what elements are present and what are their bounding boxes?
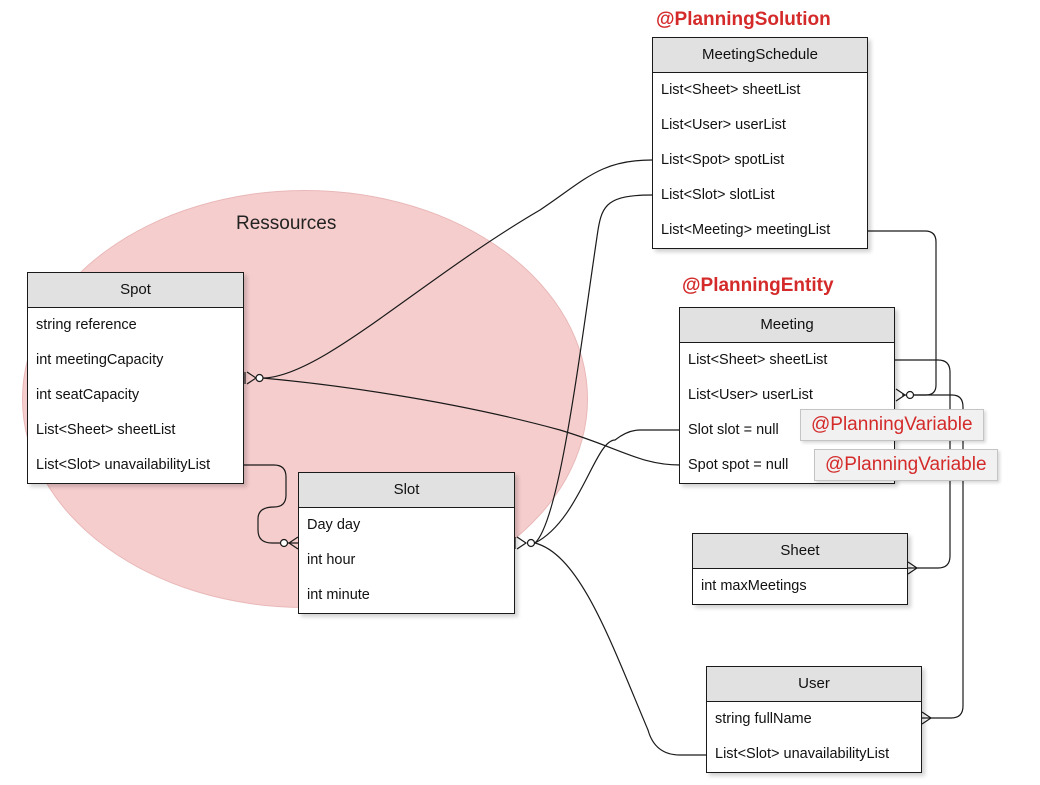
entity-field: List<Sheet> sheetList: [661, 82, 801, 98]
entity-title: MeetingSchedule: [653, 38, 867, 73]
entity-field: string reference: [36, 317, 137, 333]
entity-field: int seatCapacity: [36, 387, 140, 403]
spot-hub-marker: [244, 371, 264, 385]
planning-variable-spot-label: @PlanningVariable: [814, 449, 998, 481]
entity-field: Spot spot = null: [688, 457, 789, 473]
sheet-marker: [907, 561, 919, 575]
link-spot-unavail-slot: [244, 464, 298, 544]
entity-user: User string fullName List<Slot> unavaila…: [706, 666, 922, 773]
user-marker: [921, 711, 933, 725]
entity-field: int maxMeetings: [701, 578, 807, 594]
entity-field: List<Sheet> sheetList: [688, 352, 828, 368]
entity-field: List<Meeting> meetingList: [661, 222, 831, 238]
planning-variable-slot-label: @PlanningVariable: [800, 409, 984, 441]
meeting-userlist-marker: [895, 388, 915, 402]
entity-field: List<Slot> slotList: [661, 187, 775, 203]
entity-field: List<Slot> unavailabilityList: [715, 746, 890, 762]
entity-field: int minute: [307, 587, 370, 603]
entity-field: string fullName: [715, 711, 812, 727]
link-slot-schedule: [534, 194, 653, 544]
slot-in-marker: [279, 536, 299, 550]
ressources-label: Ressources: [236, 213, 337, 234]
entity-title: Sheet: [693, 534, 907, 569]
entity-title: Slot: [299, 473, 514, 508]
link-meeting-user: [912, 394, 964, 719]
entity-title: Spot: [28, 273, 243, 308]
entity-field: Day day: [307, 517, 361, 533]
entity-title: User: [707, 667, 921, 702]
entity-field: int meetingCapacity: [36, 352, 164, 368]
link-slot-meeting: [534, 429, 680, 544]
entity-title: Meeting: [680, 308, 894, 343]
entity-slot: Slot Day day int hour int minute: [298, 472, 515, 614]
entity-field: List<Slot> unavailabilityList: [36, 457, 211, 473]
entity-meeting-schedule: MeetingSchedule List<Sheet> sheetList Li…: [652, 37, 868, 249]
entity-field: List<User> userList: [661, 117, 786, 133]
link-spot-schedule: [261, 159, 653, 379]
link-spot-meeting: [261, 377, 681, 466]
entity-sheet: Sheet int maxMeetings: [692, 533, 908, 605]
entity-field: Slot slot = null: [688, 422, 779, 438]
entity-spot: Spot string reference int meetingCapacit…: [27, 272, 244, 484]
slot-hub-marker: [514, 536, 536, 550]
planning-solution-annotation: @PlanningSolution: [656, 9, 831, 30]
entity-field: List<User> userList: [688, 387, 813, 403]
entity-field: List<Spot> spotList: [661, 152, 785, 168]
planning-entity-annotation: @PlanningEntity: [682, 275, 834, 296]
link-slot-user: [534, 542, 706, 756]
entity-field: int hour: [307, 552, 356, 568]
entity-field: List<Sheet> sheetList: [36, 422, 176, 438]
